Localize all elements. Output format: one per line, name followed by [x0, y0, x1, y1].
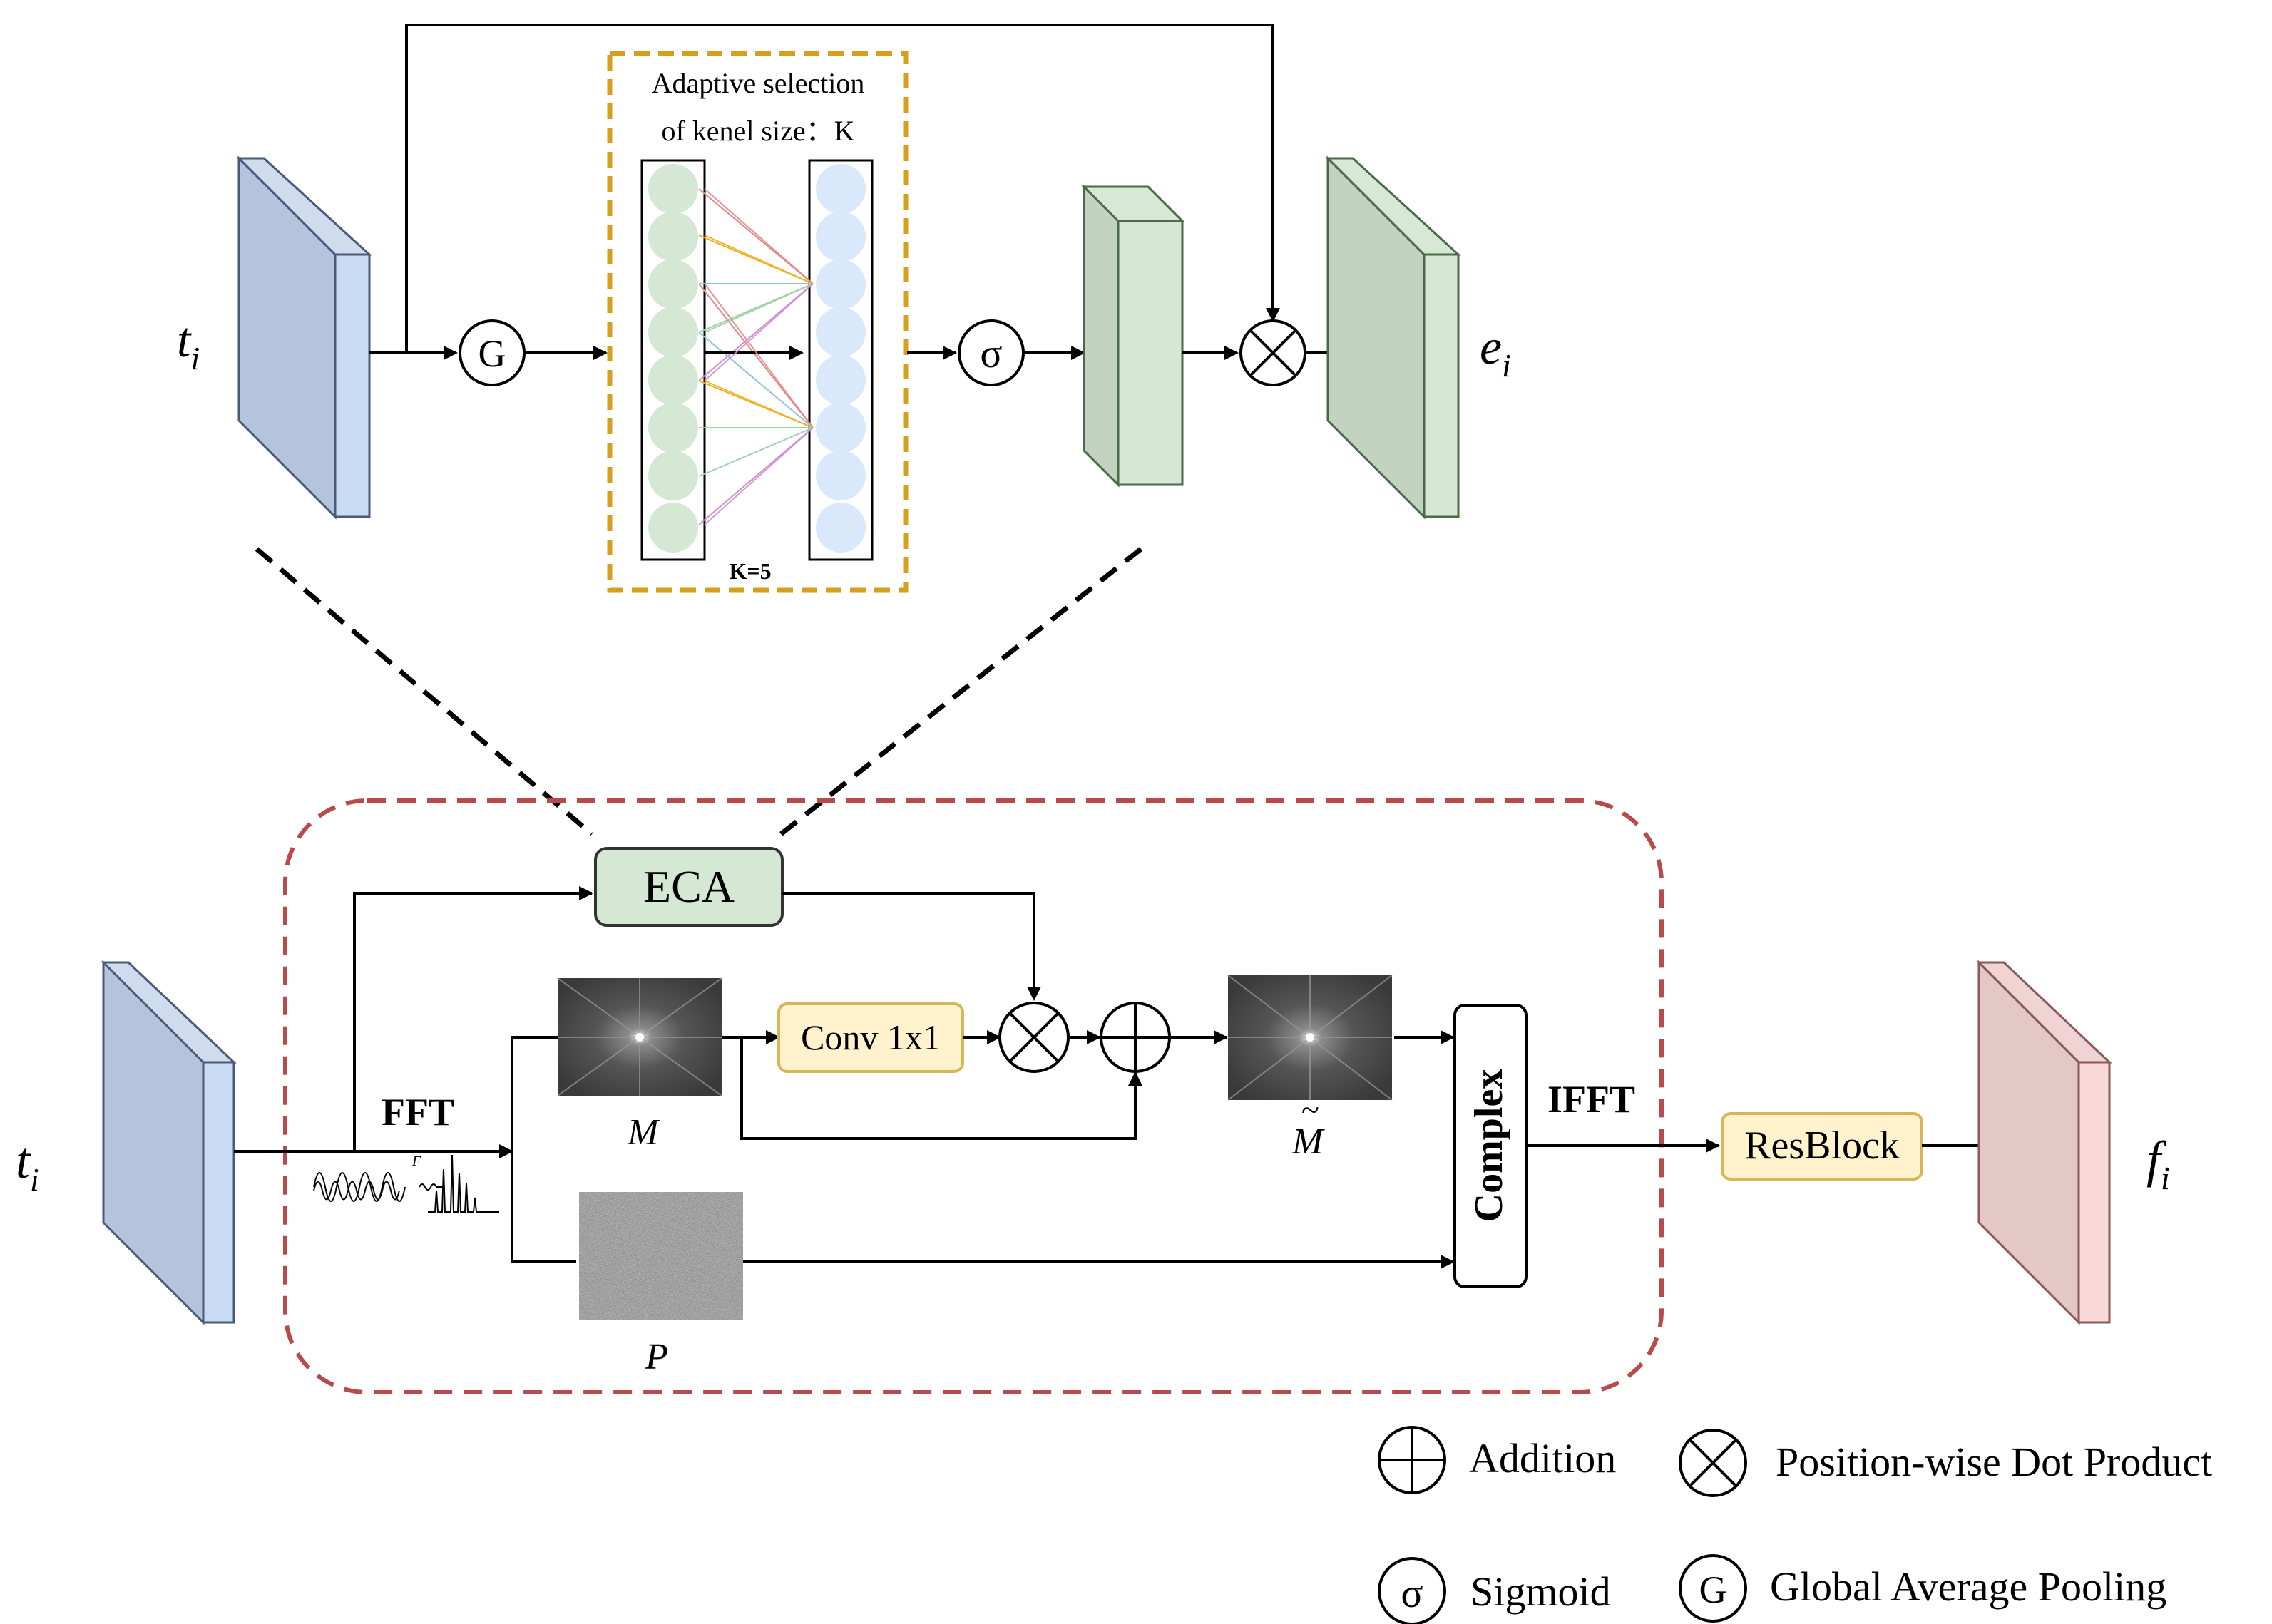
bottom-input-label: ti: [16, 1132, 39, 1198]
gap-legend-icon: [1679, 1554, 1747, 1623]
svg-text:Addition: Addition: [1469, 1435, 1616, 1481]
kernel-connections: [698, 188, 814, 525]
bottom-input-feature-block: [101, 960, 237, 1325]
complex-label: Complex: [1467, 1069, 1511, 1223]
sigmoid-node: σ: [958, 319, 1025, 386]
arrow-fft-to-p: [511, 1151, 576, 1263]
zoom-line-right: [779, 547, 1143, 836]
m-tilde-accent: ~: [1301, 1091, 1319, 1128]
eca-box: [594, 847, 784, 927]
m-tilde-label: M: [1291, 1121, 1325, 1162]
kernel-connections-overlay: [704, 188, 814, 525]
top-skip-connection: [405, 24, 1280, 353]
svg-text:G: G: [479, 332, 506, 375]
top-input-label: ti: [177, 313, 200, 376]
left-nodes: [648, 164, 698, 553]
arrow-input-to-eca: [353, 886, 593, 1151]
top-output-feature-block: [1325, 155, 1461, 520]
svg-text:Sigmoid: Sigmoid: [1470, 1568, 1611, 1615]
legend: Addition Position-wise Dot Product σ Sig…: [1378, 1426, 2212, 1624]
fft-label: FFT: [382, 1091, 454, 1134]
sigmoid-legend-icon: [1378, 1557, 1446, 1624]
svg-text:σ: σ: [980, 330, 1002, 376]
conv-1x1-label: Conv 1x1: [801, 1017, 941, 1057]
right-nodes: [816, 164, 866, 553]
adaptive-title-line1: Adaptive selection: [652, 67, 865, 99]
addition-node: [1100, 1002, 1171, 1073]
svg-text:σ: σ: [1401, 1570, 1423, 1616]
top-output-label: ei: [1480, 320, 1511, 384]
top-dot-product-node: [1239, 319, 1306, 386]
kernel-k-label: K=5: [729, 558, 771, 584]
bottom-output-label: fi: [2146, 1131, 2170, 1196]
magnitude-spectrum-image: [557, 977, 722, 1096]
eca-label: ECA: [643, 861, 735, 912]
legend-addition: Addition: [1378, 1426, 1616, 1494]
resblock-label: ResBlock: [1744, 1124, 1900, 1168]
zoom-line-left: [255, 547, 594, 836]
adaptive-title-line2: of kenel size：K: [661, 115, 854, 147]
fft-waveform-illustration: [313, 1154, 499, 1213]
p-label: P: [645, 1337, 668, 1377]
ifft-label: IFFT: [1547, 1078, 1635, 1121]
top-input-feature-block: [236, 155, 372, 520]
m-label: M: [627, 1112, 660, 1153]
arrow-fft-to-m: [511, 1036, 558, 1248]
channel-weights-block: [1081, 184, 1185, 488]
svg-text:Position-wise Dot Product: Position-wise Dot Product: [1776, 1439, 2212, 1485]
svg-text:G: G: [1699, 1568, 1727, 1611]
fft-mini-label: F: [411, 1153, 421, 1169]
legend-gap: G Global Average Pooling: [1679, 1554, 2166, 1623]
gap-node: G: [459, 319, 526, 386]
phase-spectrum-image: [579, 1192, 743, 1320]
fft-module-border: [283, 798, 1664, 1394]
legend-dot-product: Position-wise Dot Product: [1679, 1429, 2212, 1497]
arrow-m-skip-to-add: [740, 1037, 1142, 1140]
legend-sigmoid: σ Sigmoid: [1378, 1557, 1611, 1624]
bottom-output-feature-block: [1976, 960, 2112, 1325]
arrow-eca-to-dot: [782, 892, 1041, 1001]
bottom-dot-product-node: [998, 1002, 1070, 1073]
enhanced-magnitude-spectrum-image: [1227, 975, 1393, 1101]
svg-text:Global Average Pooling: Global Average Pooling: [1770, 1563, 2166, 1610]
adaptive-kernel-box: [607, 51, 909, 593]
